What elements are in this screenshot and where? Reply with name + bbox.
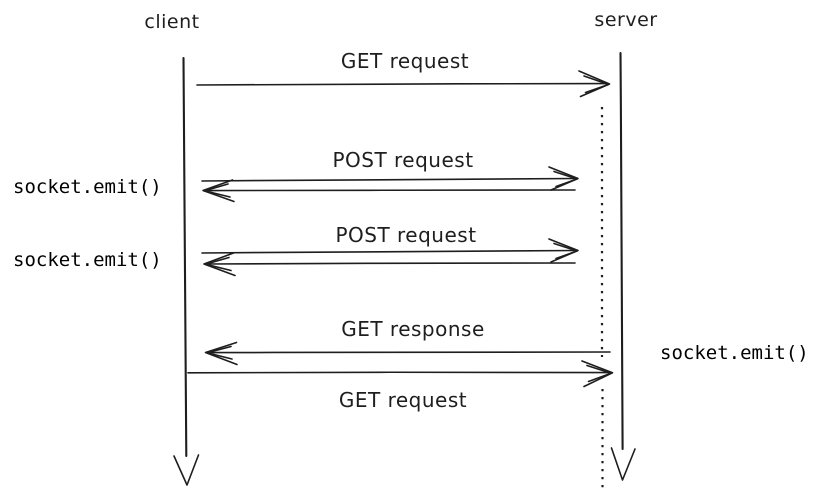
client-actor-label: client <box>144 11 200 33</box>
message-label-get-request-2: GET request <box>338 388 468 412</box>
arrow-get-request-1-head <box>578 70 611 98</box>
arrow-post-request-1-back-head-inner <box>203 183 231 198</box>
arrow-post-request-1-out-head <box>548 166 579 191</box>
arrow-get-request-1-line <box>196 82 607 86</box>
socket-emit-label-1: socket.emit() <box>13 176 162 198</box>
arrow-get-request-2-head <box>581 360 614 388</box>
arrow-post-request-1-back-head <box>202 179 235 203</box>
arrow-get-response-head <box>204 341 238 366</box>
arrow-post-request-1-out-line <box>201 177 578 182</box>
arrow-get-request-2-line <box>187 371 610 374</box>
arrow-get-request-1-head-inner <box>583 75 610 94</box>
arrow-post-request-2 <box>201 238 579 277</box>
arrow-get-response-line <box>207 351 611 354</box>
arrow-get-request-1 <box>196 70 611 98</box>
message-label-post-request-2: POST request <box>335 223 477 247</box>
server-actor-label: server <box>594 9 658 31</box>
server-lifeline-line <box>619 51 624 451</box>
server-lifeline-arrowhead <box>610 447 636 481</box>
arrow-get-request-2-head-inner <box>586 364 612 383</box>
socket-emit-label-2: socket.emit() <box>13 249 162 271</box>
message-label-post-request-1: POST request <box>332 148 474 172</box>
client-lifeline <box>173 56 200 486</box>
message-label-get-response: GET response <box>341 317 485 341</box>
arrow-post-request-2-out-line <box>201 249 578 254</box>
server-dotted-lifeline <box>600 107 604 489</box>
arrow-get-request-2 <box>187 360 614 388</box>
arrow-post-request-1-out-head-inner <box>553 170 578 188</box>
arrow-post-request-2-back-head-inner <box>204 256 232 272</box>
arrow-post-request-1 <box>201 166 579 203</box>
arrow-post-request-2-out-head-inner <box>553 242 578 260</box>
message-label-get-request-1: GET request <box>340 49 470 73</box>
arrow-post-request-1-back-line <box>205 189 576 192</box>
arrow-post-request-2-back-head <box>203 252 236 277</box>
arrow-get-response <box>204 341 611 366</box>
server-lifeline <box>610 51 636 481</box>
arrow-get-response-head-inner <box>206 345 233 360</box>
client-lifeline-arrowhead <box>173 454 200 486</box>
arrow-post-request-2-out-head <box>548 238 579 263</box>
client-lifeline-line <box>182 56 188 458</box>
arrow-post-request-2-back-line <box>205 262 576 265</box>
socket-emit-label-3: socket.emit() <box>660 342 809 364</box>
